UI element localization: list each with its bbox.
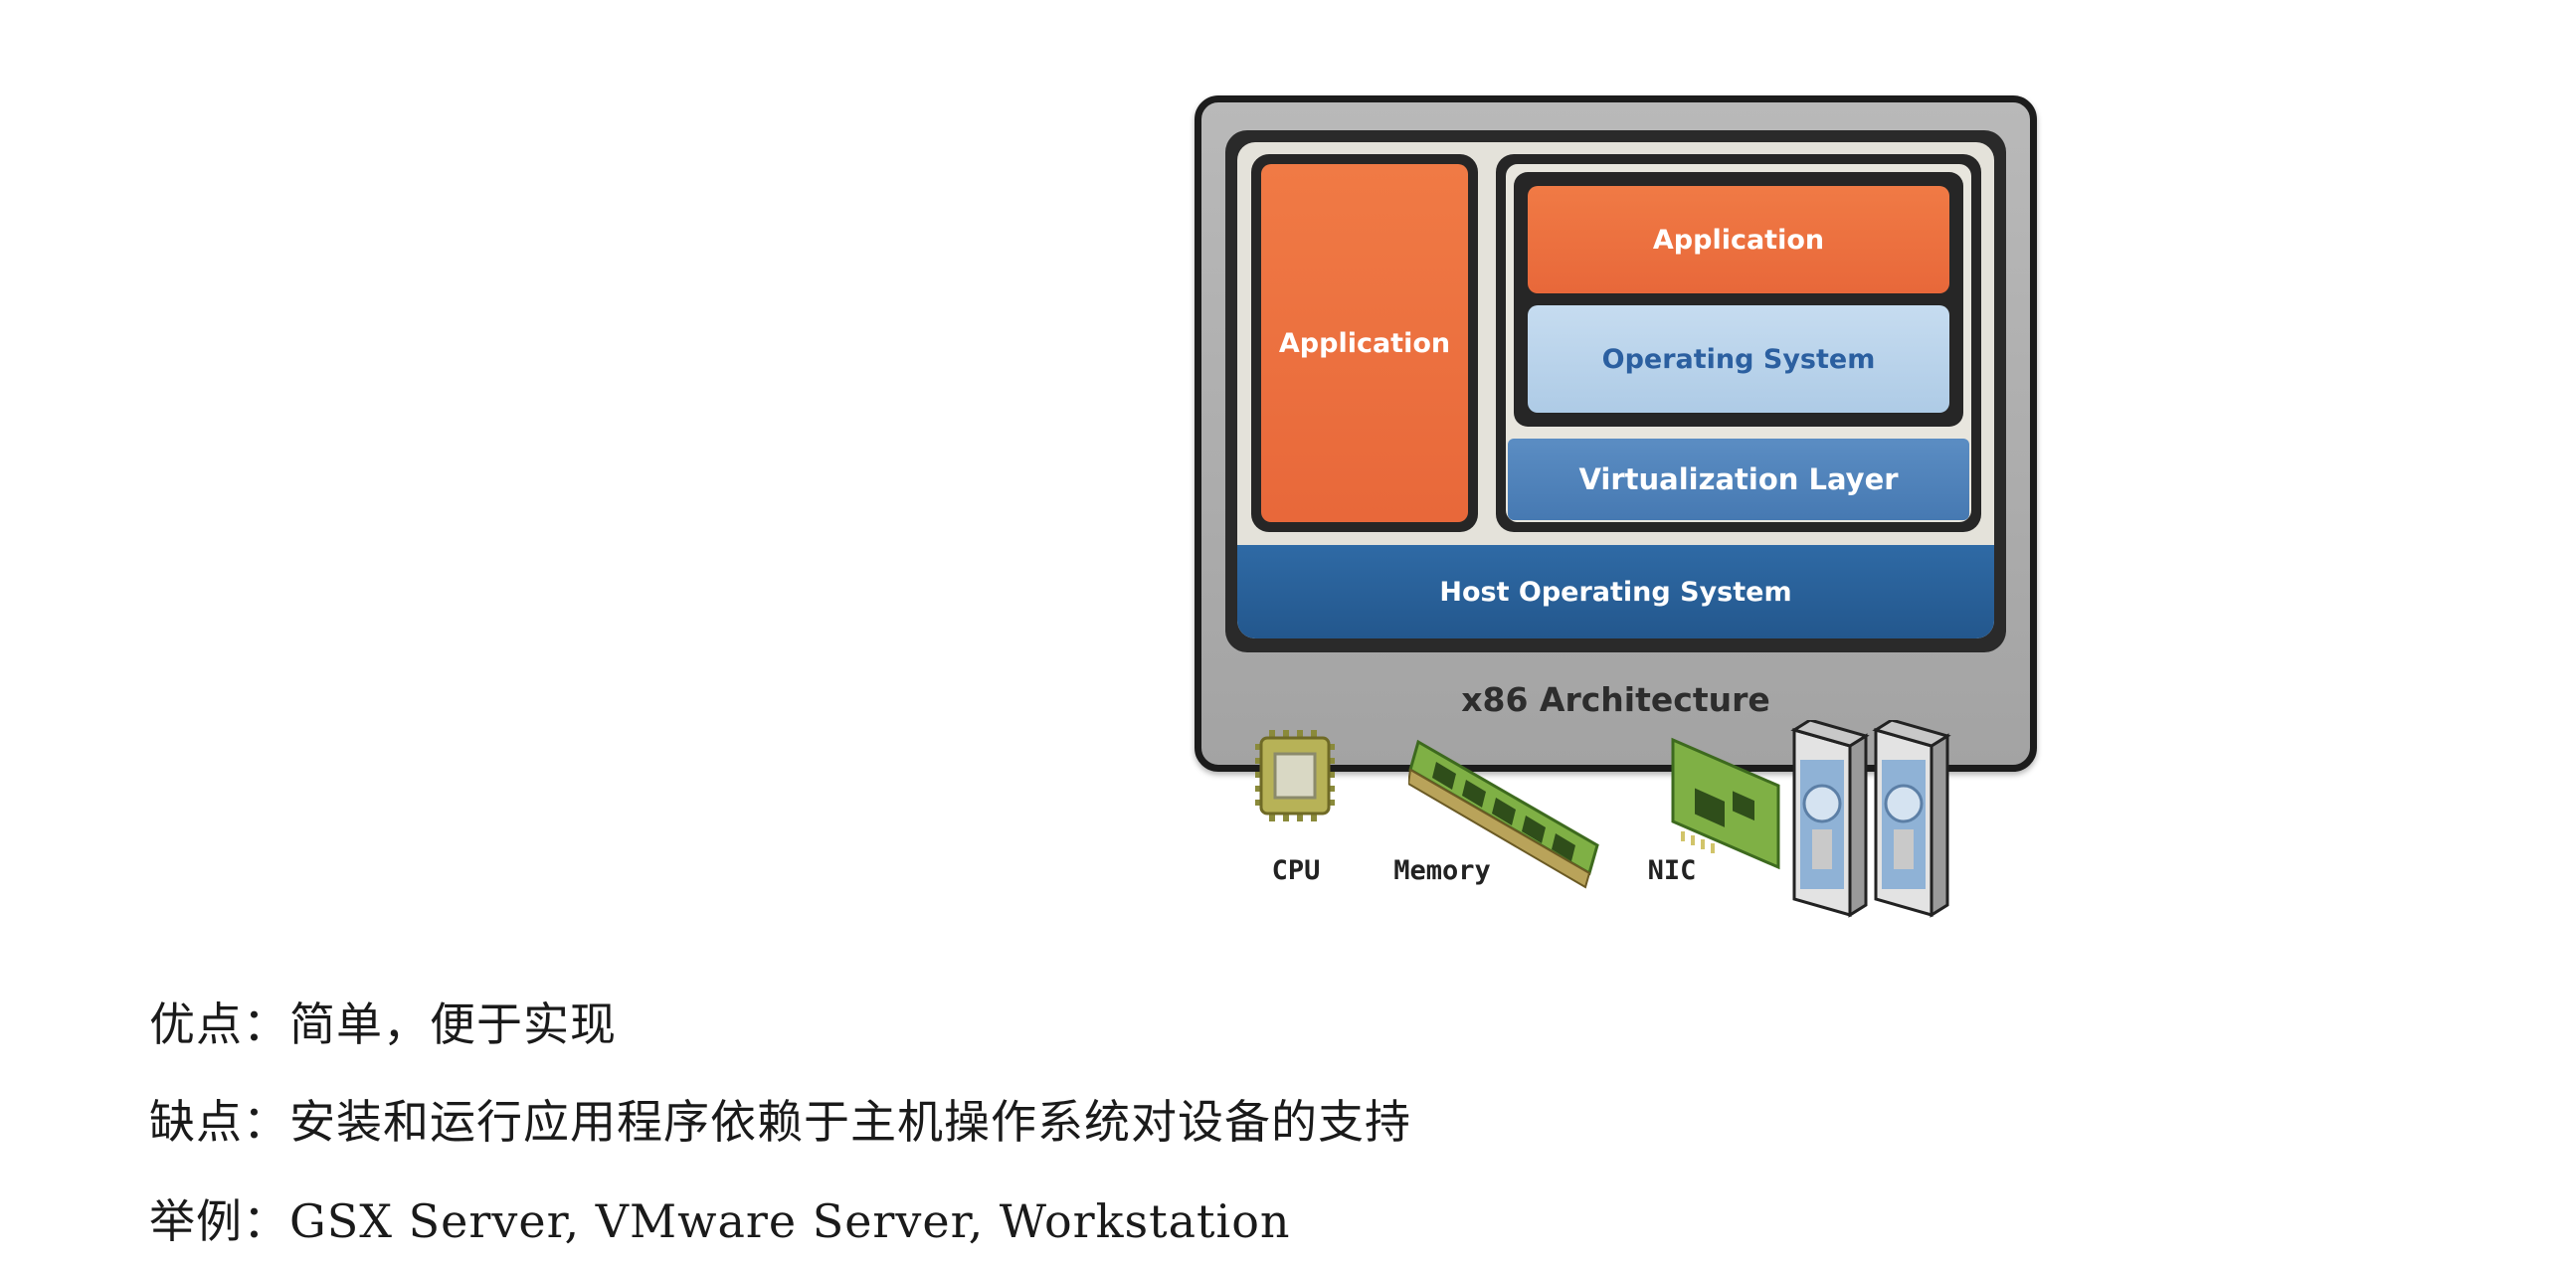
examples-text: 举例：GSX Server, VMware Server, Workstatio… — [149, 1194, 1291, 1248]
cpu-chip-icon — [1255, 730, 1335, 821]
native-application-block: Application — [1261, 164, 1468, 522]
virtualization-layer-block: Virtualization Layer — [1508, 439, 1969, 520]
guest-application-label: Application — [1652, 224, 1825, 256]
guest-os-block: Operating System — [1528, 305, 1949, 413]
memory-label: Memory — [1393, 855, 1491, 886]
native-application-label: Application — [1278, 327, 1451, 359]
hard-disk-icon — [1790, 720, 1870, 918]
hard-disk-icon — [1872, 720, 1951, 918]
guest-application-block: Application — [1528, 186, 1949, 293]
host-os-label: Host Operating System — [1439, 576, 1792, 608]
pros-text: 优点：简单，便于实现 — [149, 997, 617, 1051]
memory-module-icon — [1408, 739, 1599, 889]
guest-os-label: Operating System — [1601, 343, 1876, 375]
virtualization-layer-label: Virtualization Layer — [1578, 462, 1899, 496]
cons-text: 缺点：安装和运行应用程序依赖于主机操作系统对设备的支持 — [149, 1095, 1411, 1149]
host-os-block: Host Operating System — [1237, 545, 1994, 638]
nic-card-icon — [1671, 737, 1780, 870]
nic-label: NIC — [1647, 855, 1697, 886]
cpu-label: CPU — [1271, 855, 1321, 886]
architecture-label: x86 Architecture — [1461, 679, 1770, 719]
